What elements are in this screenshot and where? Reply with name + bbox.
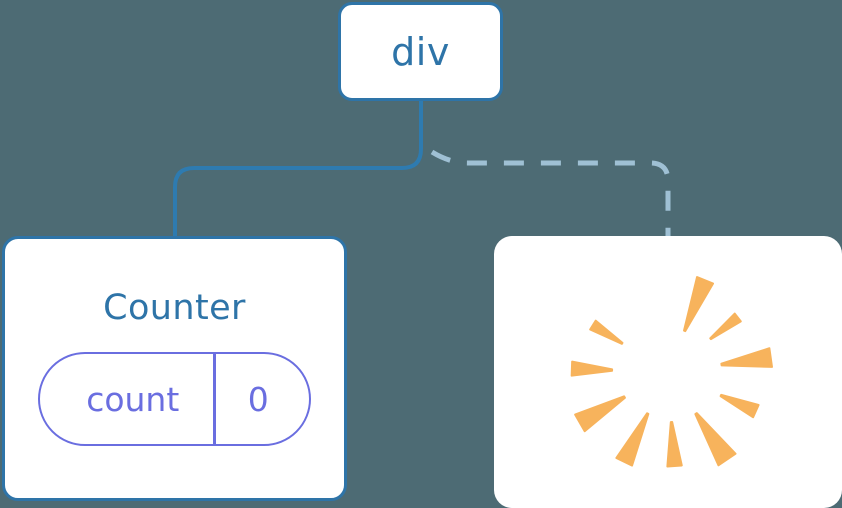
burst-ray-2 xyxy=(709,312,742,341)
node-counter-label: Counter xyxy=(103,288,246,328)
burst-container xyxy=(494,236,842,508)
edge-div-to-render xyxy=(430,149,671,237)
burst-ray-7 xyxy=(615,412,650,467)
burst-ray-5 xyxy=(694,412,737,467)
node-counter[interactable]: Counter count 0 xyxy=(2,236,347,501)
burst-ray-8 xyxy=(574,395,626,433)
node-render[interactable] xyxy=(494,236,842,508)
node-div-label: div xyxy=(391,29,450,74)
burst-ray-9 xyxy=(570,360,614,377)
edge-div-to-counter xyxy=(173,99,423,239)
burst-ray-6 xyxy=(666,421,683,468)
node-div[interactable]: div xyxy=(338,2,503,101)
sparkle-burst-icon xyxy=(570,276,773,468)
state-pill-key: count xyxy=(86,379,180,419)
burst-ray-1 xyxy=(683,276,715,333)
burst-ray-10 xyxy=(589,319,624,345)
burst-ray-3 xyxy=(720,347,773,368)
state-pill-divider xyxy=(213,354,216,444)
state-pill-value: 0 xyxy=(247,379,269,419)
burst-ray-4 xyxy=(719,393,760,419)
state-pill-count[interactable]: count 0 xyxy=(38,352,311,446)
